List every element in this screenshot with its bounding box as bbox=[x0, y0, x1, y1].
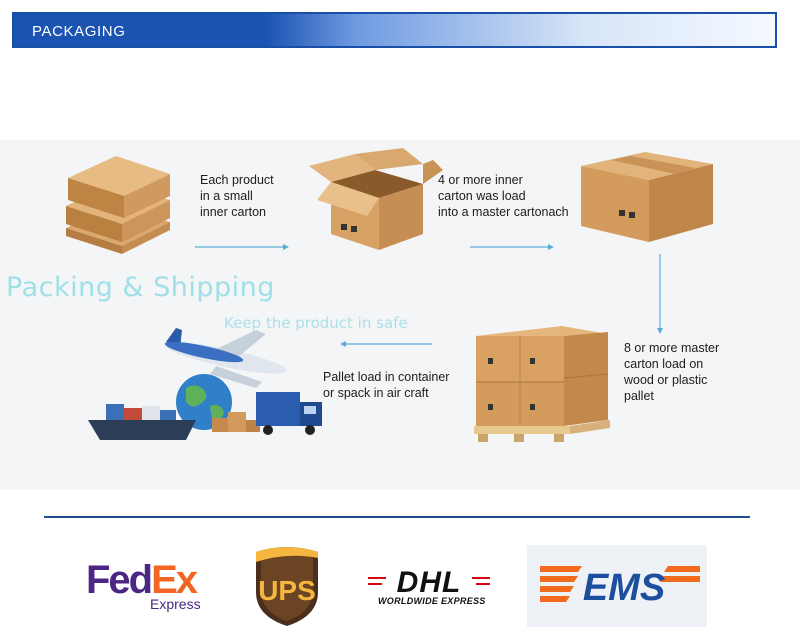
truck-icon bbox=[256, 392, 322, 435]
boxes-icon bbox=[212, 412, 260, 432]
dhl-logo: DHL bbox=[368, 566, 490, 598]
closed-box-icon bbox=[581, 152, 713, 242]
step-3-caption: 8 or more master carton load on wood or … bbox=[624, 341, 720, 403]
ems-logo: EMS bbox=[540, 566, 700, 609]
fedex-logo: FedEx bbox=[86, 558, 198, 603]
open-box-icon bbox=[309, 148, 443, 250]
ems-logo-icon: EMS bbox=[540, 566, 700, 609]
carrier-divider bbox=[44, 516, 750, 518]
arrow-step-4-5 bbox=[340, 341, 432, 347]
inner-carton-stack-image bbox=[66, 156, 170, 254]
fedex-express-label: Express bbox=[150, 596, 201, 612]
airplane-icon bbox=[164, 328, 287, 388]
closed-master-carton-image bbox=[581, 152, 713, 242]
dhl-worldwide-label: WORLDWIDE EXPRESS bbox=[378, 596, 486, 606]
globe-icon bbox=[176, 374, 232, 430]
fedex-logo-fed: Fed bbox=[86, 558, 153, 602]
dhl-logo-icon: DHL bbox=[368, 566, 490, 598]
inner-carton-stack-icon bbox=[66, 156, 170, 254]
shipping-composite-image bbox=[88, 328, 322, 440]
step-1-caption: Each product in a small inner carton bbox=[200, 173, 274, 219]
flow-title: Packing & Shipping bbox=[6, 272, 275, 303]
open-master-carton-image bbox=[309, 148, 443, 250]
flow-subtitle: Keep the product in safe bbox=[224, 314, 408, 332]
arrow-step-3-4 bbox=[657, 254, 663, 334]
section-header: PACKAGING bbox=[12, 12, 777, 48]
pallet-image bbox=[474, 326, 610, 442]
ups-logo-text: UPS bbox=[258, 575, 316, 606]
step-2-caption: 4 or more inner carton was load into a m… bbox=[438, 173, 569, 219]
cargo-ship-icon bbox=[88, 404, 196, 440]
ups-logo: UPS bbox=[256, 547, 318, 626]
fedex-logo-ex: Ex bbox=[151, 558, 198, 602]
arrow-step-1-2 bbox=[195, 244, 289, 250]
ems-logo-text: EMS bbox=[583, 567, 665, 609]
ups-shield-icon: UPS bbox=[256, 547, 318, 626]
pallet-boxes-icon bbox=[474, 326, 610, 442]
arrow-step-2-3 bbox=[470, 244, 554, 250]
step-4-caption: Pallet load in container or spack in air… bbox=[323, 370, 450, 400]
dhl-logo-text: DHL bbox=[397, 566, 462, 598]
section-title: PACKAGING bbox=[32, 23, 126, 40]
